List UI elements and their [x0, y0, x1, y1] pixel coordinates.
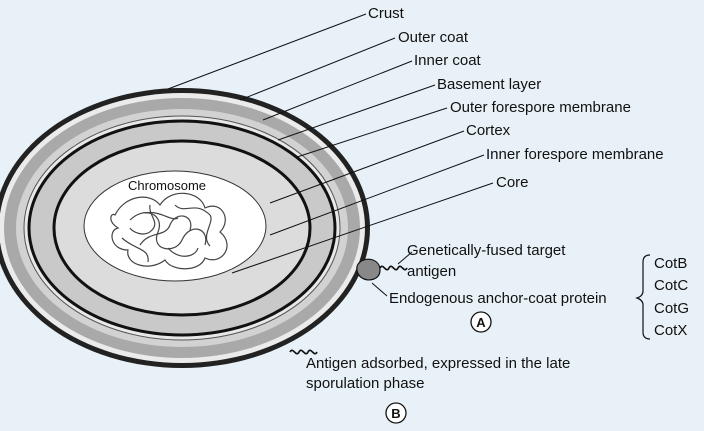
coat-protein-cotx: CotX [654, 322, 687, 339]
leader-lines [167, 13, 494, 274]
inner-coat-leader [262, 60, 413, 121]
core [83, 170, 267, 282]
spore-body [0, 88, 370, 368]
target-antigen-label-line2: antigen [407, 263, 456, 280]
adsorbed-antigen-label-line2: sporulation phase [306, 375, 424, 392]
basement-layer-label: Basement layer [437, 76, 541, 93]
inner-forespore-membrane-leader [269, 154, 485, 236]
chromosome-label: Chromosome [128, 178, 206, 193]
core-label: Core [496, 174, 529, 191]
crust-label: Crust [368, 5, 405, 22]
adsorbed-antigen-label-line1: Antigen adsorbed, expressed in the late [306, 355, 570, 372]
target-antigen-label-line1: Genetically-fused target [407, 242, 566, 259]
cortex-leader [269, 130, 465, 204]
anchor-protein-label: Endogenous anchor-coat protein [389, 290, 607, 307]
target-antigen-icon [379, 265, 408, 271]
inner-coat-label: Inner coat [414, 52, 482, 69]
outer-forespore-membrane-label: Outer forespore membrane [450, 99, 631, 116]
cortex-label: Cortex [466, 122, 511, 139]
inner-forespore-membrane-label: Inner forespore membrane [486, 146, 664, 163]
marker-a-label: A [476, 315, 486, 330]
coat-protein-cotc: CotC [654, 277, 688, 294]
marker-a: A [470, 311, 492, 333]
target-antigen-leader [397, 251, 413, 265]
marker-b-label: B [391, 406, 400, 421]
core-leader [231, 182, 494, 274]
outer-forespore-membrane-leader [296, 107, 448, 158]
adsorbed-antigen-icon [289, 349, 318, 355]
anchor-protein-icon [356, 258, 381, 281]
chromosome-icon [110, 192, 228, 270]
coat-protein-bracket [635, 254, 651, 340]
marker-b: B [385, 402, 407, 424]
outer-coat-label: Outer coat [398, 29, 469, 46]
coat-protein-cotb: CotB [654, 255, 687, 272]
outer-coat-leader [239, 37, 396, 101]
coat-protein-cotg: CotG [654, 300, 689, 317]
crust-leader [167, 13, 367, 90]
basement-layer-leader [277, 84, 436, 141]
anchor-protein-leader [371, 282, 388, 297]
